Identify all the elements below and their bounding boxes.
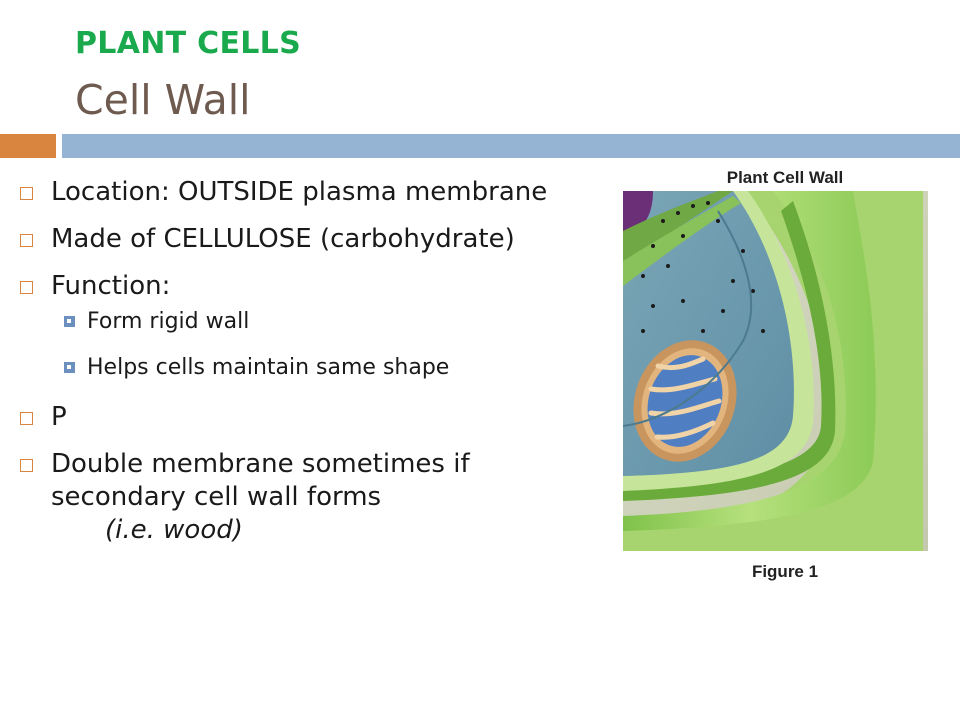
sub-bullet-icon xyxy=(64,361,75,373)
square-bullet-icon xyxy=(20,459,33,472)
section-kicker: PLANT CELLS xyxy=(75,26,301,61)
accent-bar-orange xyxy=(0,134,56,158)
sub-bullet-text: Helps cells maintain same shape xyxy=(87,354,450,380)
bullet-item: Made of CELLULOSE (carbohydrate) xyxy=(20,223,580,256)
figure-title: Plant Cell Wall xyxy=(726,168,844,187)
bullet-item: Location: OUTSIDE plasma membrane xyxy=(20,176,580,209)
bullet-text-main: Double membrane sometimes if secondary c… xyxy=(51,449,470,512)
bullet-item: Double membrane sometimes if secondary c… xyxy=(20,448,580,547)
sub-bullet-text: Form rigid wall xyxy=(87,308,250,334)
bullet-item: P xyxy=(20,401,580,434)
sub-bullet-item: Form rigid wall xyxy=(64,299,580,343)
bullet-text: P xyxy=(51,402,67,432)
sub-bullet-item: Helps cells maintain same shape xyxy=(64,345,580,389)
figure-caption: Figure 1 xyxy=(751,562,819,581)
plant-cell-wall-illustration xyxy=(623,191,928,551)
slide-title: Cell Wall xyxy=(75,76,251,124)
square-bullet-icon xyxy=(20,234,33,247)
accent-bar-blue xyxy=(62,134,960,158)
bullet-item: Function: xyxy=(20,270,580,303)
bullet-text: Function: xyxy=(51,271,171,301)
sub-bullet-list: Form rigid wall Helps cells maintain sam… xyxy=(20,299,580,389)
bullet-text: Location: OUTSIDE plasma membrane xyxy=(51,177,548,207)
plant-cell-wall-figure: Plant Cell Wall xyxy=(615,163,935,588)
sub-bullet-icon xyxy=(64,315,75,327)
square-bullet-icon xyxy=(20,281,33,294)
bullet-text: Double membrane sometimes if secondary c… xyxy=(51,448,580,547)
square-bullet-icon xyxy=(20,187,33,200)
bullet-text: Made of CELLULOSE (carbohydrate) xyxy=(51,224,515,254)
square-bullet-icon xyxy=(20,412,33,425)
bullet-note: (i.e. wood) xyxy=(105,515,243,545)
bullet-list: Location: OUTSIDE plasma membrane Made o… xyxy=(20,176,580,561)
